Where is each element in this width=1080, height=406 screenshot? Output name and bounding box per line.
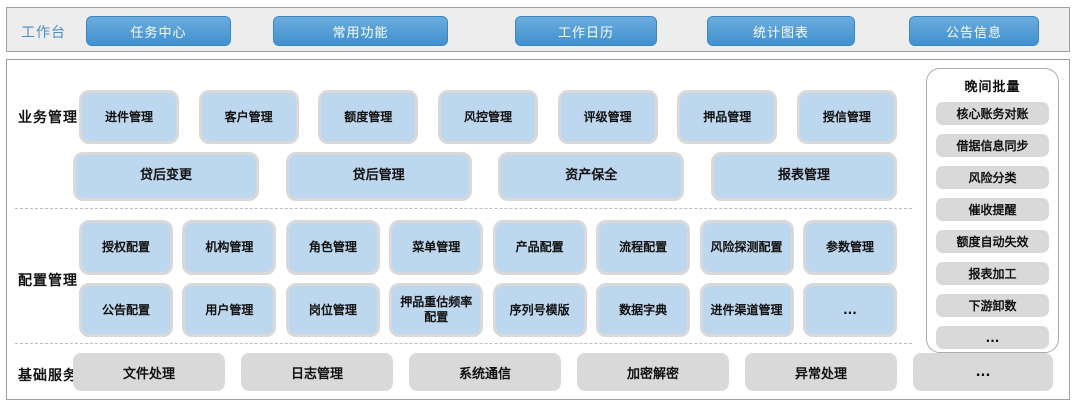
section-divider — [15, 343, 912, 344]
workbench-tab-button[interactable]: 任务中心 — [86, 16, 231, 46]
config-module-tile[interactable]: 参数管理 — [802, 220, 897, 275]
base-service-tile[interactable]: 日志管理 — [241, 353, 393, 391]
config-module-tile[interactable]: 风险探测配置 — [699, 220, 794, 275]
config-module-tile[interactable]: ... — [802, 283, 897, 337]
workbench-tab-button[interactable]: 公告信息 — [909, 16, 1039, 46]
business-module-tile[interactable]: 贷后管理 — [285, 152, 472, 201]
workbench-tab-button[interactable]: 统计图表 — [707, 16, 855, 46]
workbench-tab-button[interactable]: 常用功能 — [273, 16, 448, 46]
config-module-tile[interactable]: 进件渠道管理 — [699, 283, 794, 337]
section-label-business: 业务管理 — [18, 110, 78, 126]
module-panel: 业务管理 进件管理客户管理额度管理风控管理评级管理押品管理授信管理 贷后变更贷后… — [6, 59, 1070, 400]
config-module-tile[interactable]: 产品配置 — [492, 220, 587, 275]
config-row-1: 授权配置机构管理角色管理菜单管理产品配置流程配置风险探测配置参数管理 — [79, 220, 897, 275]
base-service-row: 文件处理日志管理系统通信加密解密异常处理... — [73, 353, 1053, 391]
night-batch-job-tile[interactable]: 下游卸数 — [936, 294, 1049, 317]
base-service-tile[interactable]: 加密解密 — [577, 353, 729, 391]
workbench-label: 工作台 — [21, 25, 66, 41]
section-divider — [15, 208, 912, 209]
base-service-tile[interactable]: 系统通信 — [409, 353, 561, 391]
workbench-tab-button[interactable]: 工作日历 — [515, 16, 657, 46]
config-module-tile[interactable]: 押品重估频率配置 — [389, 283, 484, 337]
config-module-tile[interactable]: 序列号模版 — [492, 283, 587, 337]
base-service-tile[interactable]: ... — [913, 353, 1053, 391]
config-module-tile[interactable]: 数据字典 — [596, 283, 691, 337]
night-batch-items: 核心账务对账借据信息同步风险分类催收提醒额度自动失效报表加工下游卸数... — [936, 102, 1049, 349]
config-module-tile[interactable]: 机构管理 — [182, 220, 277, 275]
config-module-tile[interactable]: 菜单管理 — [389, 220, 484, 275]
business-module-tile[interactable]: 报表管理 — [710, 152, 897, 201]
night-batch-job-tile[interactable]: 报表加工 — [936, 262, 1049, 285]
config-module-tile[interactable]: 角色管理 — [285, 220, 380, 275]
business-row-1: 进件管理客户管理额度管理风控管理评级管理押品管理授信管理 — [79, 90, 897, 144]
config-module-tile[interactable]: 用户管理 — [182, 283, 277, 337]
business-module-tile[interactable]: 押品管理 — [677, 90, 778, 144]
config-module-tile[interactable]: 公告配置 — [79, 283, 173, 337]
business-module-tile[interactable]: 授信管理 — [796, 90, 897, 144]
config-module-tile[interactable]: 岗位管理 — [285, 283, 380, 337]
night-batch-panel: 晚间批量 核心账务对账借据信息同步风险分类催收提醒额度自动失效报表加工下游卸数.… — [926, 68, 1059, 353]
workbench-bar: 工作台 任务中心 常用功能 工作日历 统计图表 公告信息 — [6, 7, 1070, 52]
business-module-tile[interactable]: 额度管理 — [318, 90, 419, 144]
section-label-config: 配置管理 — [18, 273, 78, 289]
business-module-tile[interactable]: 贷后变更 — [73, 152, 259, 201]
night-batch-job-tile[interactable]: 催收提醒 — [936, 198, 1049, 221]
business-module-tile[interactable]: 资产保全 — [498, 152, 685, 201]
night-batch-job-tile[interactable]: ... — [936, 326, 1049, 349]
night-batch-title: 晚间批量 — [964, 80, 1021, 95]
night-batch-job-tile[interactable]: 额度自动失效 — [936, 230, 1049, 253]
business-module-tile[interactable]: 评级管理 — [557, 90, 658, 144]
config-module-tile[interactable]: 授权配置 — [79, 220, 173, 275]
night-batch-job-tile[interactable]: 核心账务对账 — [936, 102, 1049, 125]
business-module-tile[interactable]: 进件管理 — [79, 90, 179, 144]
business-module-tile[interactable]: 客户管理 — [198, 90, 299, 144]
business-row-2: 贷后变更贷后管理资产保全报表管理 — [73, 152, 897, 201]
config-module-tile[interactable]: 流程配置 — [596, 220, 691, 275]
base-service-tile[interactable]: 文件处理 — [73, 353, 225, 391]
night-batch-job-tile[interactable]: 风险分类 — [936, 166, 1049, 189]
night-batch-job-tile[interactable]: 借据信息同步 — [936, 134, 1049, 157]
config-row-2: 公告配置用户管理岗位管理押品重估频率配置序列号模版数据字典进件渠道管理... — [79, 283, 897, 337]
business-module-tile[interactable]: 风控管理 — [437, 90, 538, 144]
section-label-base-service: 基础服务 — [18, 368, 78, 384]
base-service-tile[interactable]: 异常处理 — [745, 353, 897, 391]
